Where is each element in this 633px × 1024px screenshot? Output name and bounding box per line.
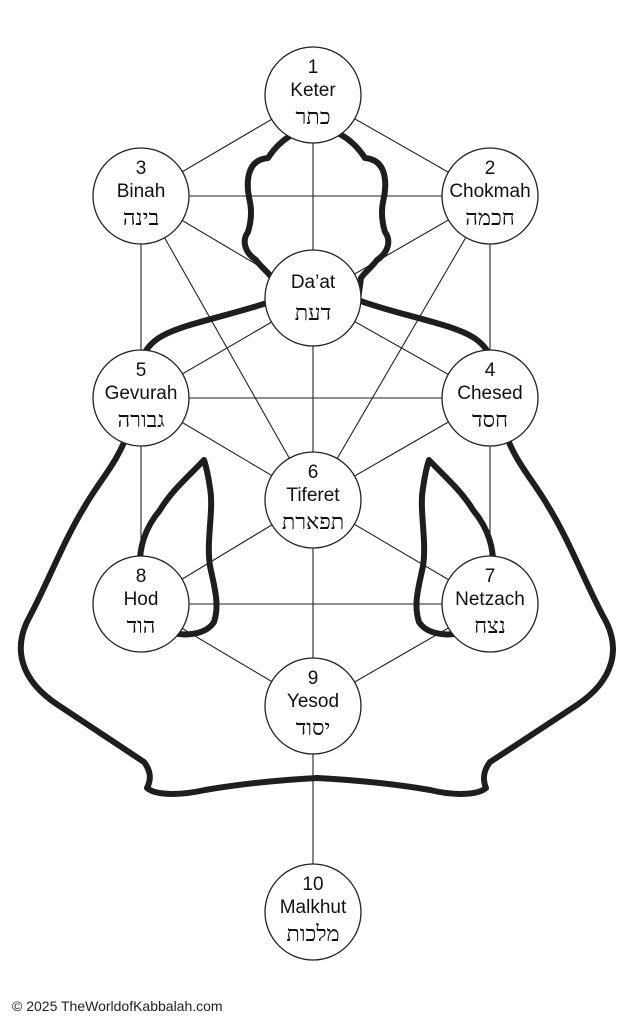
sefira-hebrew-netzach: נצח <box>474 614 506 639</box>
sefira-name-chesed: Chesed <box>457 383 523 404</box>
sefira-name-chokmah: Chokmah <box>449 181 530 202</box>
sefira-number-yesod: 9 <box>308 668 319 689</box>
figure-head-body-outline <box>17 125 616 797</box>
sefira-hebrew-gevurah: גבורה <box>118 408 165 433</box>
sefira-number-keter: 1 <box>308 57 319 78</box>
sefira-hebrew-hod: הוד <box>127 614 156 639</box>
sefira-hebrew-malkhut: מלכות <box>286 922 339 947</box>
sefira-circle-binah <box>92 147 190 245</box>
sefira-circle-hod <box>92 555 190 653</box>
sefira-circle-tiferet <box>264 451 362 549</box>
sefira-circle-daat <box>264 249 362 347</box>
sefira-hebrew-chokmah: חכמה <box>465 206 514 231</box>
sefira-name-daat: Da’at <box>291 272 336 293</box>
sefira-name-malkhut: Malkhut <box>280 897 347 918</box>
sefira-number-chokmah: 2 <box>485 158 496 179</box>
sefira-circle-keter <box>264 46 362 144</box>
sefira-number-chesed: 4 <box>485 360 496 381</box>
sefira-number-malkhut: 10 <box>302 874 323 895</box>
sefira-circle-netzach <box>441 555 539 653</box>
sefira-node-daat: Da’at דעת <box>264 249 362 347</box>
sefira-name-yesod: Yesod <box>287 691 339 712</box>
sefira-hebrew-yesod: יסוד <box>296 716 331 741</box>
figure-left-arm-outline <box>136 457 220 638</box>
sefira-circle-malkhut <box>264 863 362 961</box>
sefira-name-hod: Hod <box>124 589 159 610</box>
meditating-figure-outline <box>17 125 616 797</box>
sefira-name-keter: Keter <box>290 80 336 101</box>
sefira-number-gevurah: 5 <box>136 360 147 381</box>
sefira-name-netzach: Netzach <box>455 589 525 610</box>
sefira-hebrew-binah: בינה <box>123 206 159 231</box>
sefira-hebrew-daat: דעת <box>295 301 331 326</box>
sefira-number-binah: 3 <box>136 158 147 179</box>
sefira-circle-chokmah <box>441 147 539 245</box>
sefira-hebrew-tiferet: תפארת <box>282 510 344 535</box>
sefira-circle-chesed <box>441 349 539 447</box>
figure-right-arm-outline <box>413 457 497 638</box>
sefira-hebrew-chesed: חסד <box>472 408 508 433</box>
sefira-circle-gevurah <box>92 349 190 447</box>
copyright-text: © 2025 TheWorldofKabbalah.com <box>12 998 223 1014</box>
sefira-number-tiferet: 6 <box>308 462 319 483</box>
sefira-number-netzach: 7 <box>485 566 496 587</box>
sefira-name-tiferet: Tiferet <box>286 485 340 506</box>
sefira-name-gevurah: Gevurah <box>105 383 178 404</box>
sefira-name-binah: Binah <box>117 181 166 202</box>
sefira-circle-yesod <box>264 657 362 755</box>
sefira-hebrew-keter: כתר <box>296 105 331 130</box>
sefira-number-hod: 8 <box>136 566 147 587</box>
